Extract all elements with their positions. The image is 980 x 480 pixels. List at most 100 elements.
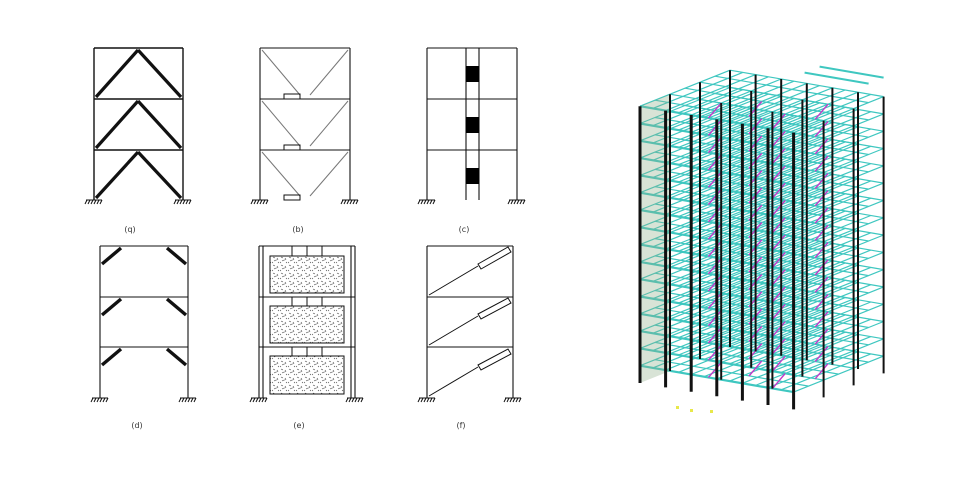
panel-label-a: (q): [124, 225, 136, 234]
floor-beam: [678, 76, 769, 114]
floor-beam: [780, 249, 872, 287]
damper-brace: [707, 189, 722, 206]
damper-brace: [771, 234, 786, 251]
floor-beam: [793, 338, 884, 376]
damper-brace: [771, 303, 786, 320]
frame-d-structure: [99, 245, 189, 398]
frame-f-supports: [417, 397, 522, 403]
floor-beam: [793, 130, 884, 168]
damper-brace: [748, 360, 763, 377]
floor-beam: [793, 355, 884, 393]
floor-beam: [665, 74, 756, 112]
floor-beam: [767, 160, 859, 198]
panel-label-b: (b): [292, 225, 304, 234]
damper-brace: [707, 258, 722, 275]
floor-beam: [780, 214, 872, 253]
building-dampers: [707, 100, 829, 390]
floor-beam: [780, 318, 872, 356]
damper-brace: [814, 172, 829, 189]
frame-f-braces: [428, 265, 479, 397]
panel-label-e: (e): [293, 421, 305, 430]
damper-brace: [771, 355, 786, 372]
damper-brace: [814, 155, 829, 172]
roof-beam: [819, 65, 884, 79]
damper-brace: [814, 294, 829, 311]
floor-beam: [780, 145, 872, 183]
floor-beam: [767, 264, 859, 302]
floor-beam: [767, 230, 859, 268]
damper-brace: [814, 259, 829, 276]
damper-brace: [771, 338, 786, 355]
damper-brace: [707, 154, 722, 171]
floor-beam: [780, 266, 872, 304]
floor-beam: [780, 128, 872, 166]
damper-brace: [707, 344, 722, 361]
damper-brace: [814, 328, 829, 345]
damper-brace: [707, 240, 722, 257]
damper-brace: [771, 321, 786, 338]
floor-beam: [793, 303, 884, 341]
floor-beam: [793, 113, 884, 151]
shear-wall: [640, 100, 655, 383]
building-columns: [638, 70, 885, 410]
shear-wall: [655, 94, 670, 377]
damper-brace: [771, 113, 786, 130]
frame-b-dampers: [283, 93, 301, 201]
damper-brace: [814, 276, 829, 293]
frame-e-structure: [258, 245, 356, 398]
frame-a-braces: [94, 48, 183, 200]
damper-brace: [814, 242, 829, 259]
frame-e: [249, 245, 364, 403]
floor-beam: [767, 108, 859, 147]
floor-beam: [767, 195, 859, 233]
floor-beam: [729, 85, 820, 123]
floor-beam: [780, 111, 872, 149]
floor-beam: [793, 165, 884, 203]
floor-beam: [780, 93, 872, 131]
damper-brace: [707, 362, 722, 379]
floor-beam: [767, 212, 859, 250]
frame-c: [417, 47, 526, 205]
damper-brace: [707, 119, 722, 136]
floor-beam: [793, 320, 884, 359]
damper-brace: [707, 275, 722, 292]
panel-label-c: (c): [458, 225, 470, 234]
frame-b-supports: [250, 199, 359, 205]
floor-beam: [767, 351, 859, 389]
floor-beam: [767, 247, 859, 285]
frame-a: [84, 47, 192, 205]
floor-beam: [780, 180, 872, 218]
roof-beam: [804, 71, 869, 85]
damper-brace: [771, 165, 786, 182]
frame-f-structure: [426, 245, 514, 398]
floor-beam: [639, 69, 731, 107]
damper-brace: [707, 310, 722, 327]
frame-b-structure: [259, 47, 351, 200]
frame-f-dampers: [477, 246, 512, 371]
floor-beam: [793, 147, 884, 186]
floor-beam: [754, 89, 846, 127]
building-base-markers: [676, 406, 713, 413]
floor-beam: [793, 199, 884, 237]
frame-c-supports: [417, 199, 526, 205]
floor-beam: [780, 284, 872, 322]
frame-c-dampers: [466, 66, 479, 184]
building-beams: [639, 65, 884, 394]
floor-beam: [767, 143, 859, 181]
frame-b: [250, 47, 359, 205]
floor-beam: [793, 251, 884, 289]
damper-brace: [771, 182, 786, 199]
damper-brace: [771, 130, 786, 147]
damper-brace: [814, 138, 829, 155]
damper-brace: [771, 373, 786, 390]
frame-f: [417, 245, 522, 403]
frame-a-supports: [84, 199, 192, 205]
damper-brace: [771, 217, 786, 234]
floor-beam: [793, 96, 884, 134]
frame-b-braces: [261, 49, 349, 197]
damper-brace: [814, 363, 829, 380]
damper-brace: [707, 292, 722, 309]
building-3d-model: [638, 65, 885, 413]
floor-beam: [767, 281, 859, 320]
